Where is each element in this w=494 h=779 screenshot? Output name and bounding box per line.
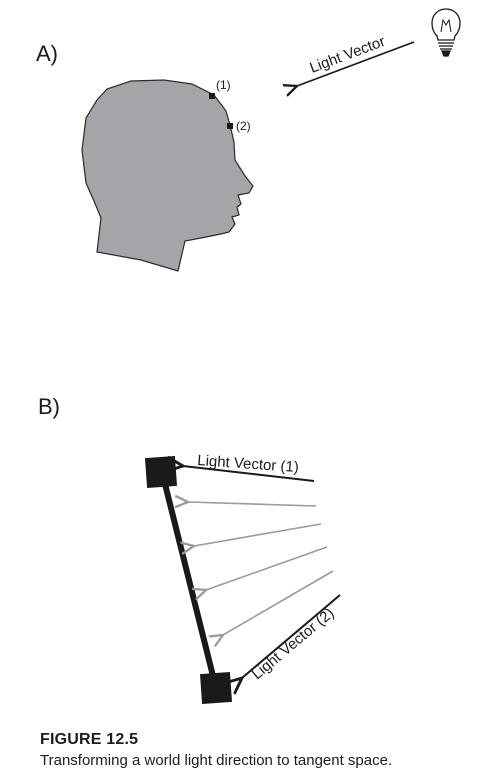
surface-segment bbox=[159, 471, 219, 689]
intermediate-vector-arrow bbox=[188, 502, 317, 506]
panel-a-label: A) bbox=[36, 41, 58, 66]
intermediate-vector-arrow bbox=[223, 570, 334, 635]
intermediate-vector-arrow bbox=[194, 523, 322, 546]
light-vector-2-arrow bbox=[242, 594, 341, 678]
light-vector-arrow bbox=[297, 41, 415, 86]
panel-a: A) (1) (2) Light Vector bbox=[36, 8, 461, 272]
point-2-label: (2) bbox=[236, 119, 251, 133]
panel-b-label: B) bbox=[38, 394, 60, 419]
figure-caption-text: Transforming a world light direction to … bbox=[40, 752, 393, 769]
figure-caption-title: FIGURE 12.5 bbox=[40, 731, 139, 748]
light-vector-1-label: Light Vector (1) bbox=[197, 452, 300, 476]
point-1-label: (1) bbox=[216, 78, 231, 92]
light-vector-2-label: Light Vector (2) bbox=[249, 605, 338, 683]
lightbulb-icon bbox=[431, 8, 461, 57]
surface-point-1 bbox=[144, 455, 178, 489]
point-1-marker bbox=[209, 93, 215, 99]
surface-point-2 bbox=[199, 671, 233, 705]
light-vector-1-arrow bbox=[183, 466, 315, 482]
light-vector-label: Light Vector bbox=[307, 33, 387, 77]
head-silhouette bbox=[81, 79, 254, 272]
point-2-marker bbox=[227, 123, 233, 129]
panel-b: B) Light Vector (1) Light Vector (2) bbox=[38, 394, 341, 705]
intermediate-vector-arrow bbox=[206, 546, 328, 590]
